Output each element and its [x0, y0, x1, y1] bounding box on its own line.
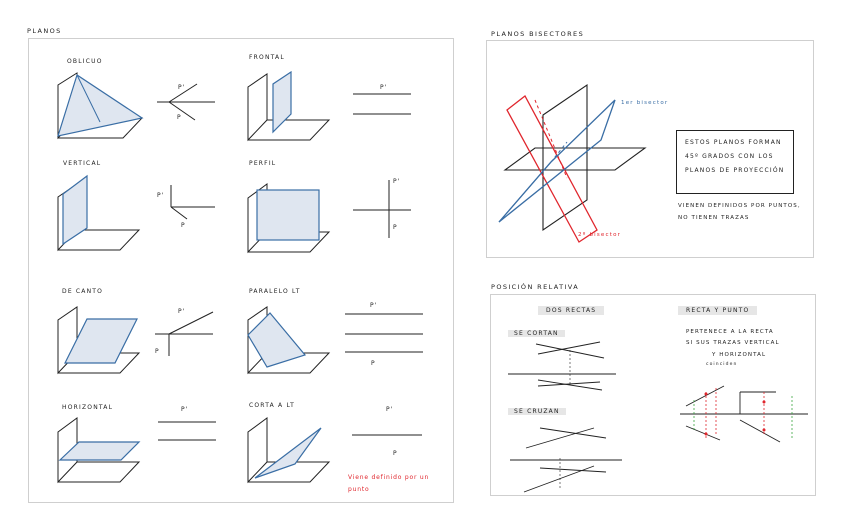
label-perfil: PERFIL	[249, 160, 277, 167]
mark-corta-p: P	[393, 450, 398, 457]
posicion-title: POSICIÓN RELATIVA	[491, 283, 580, 291]
mark-horizontal-p1: P'	[181, 406, 189, 413]
vertical-3d-diagram	[57, 174, 141, 252]
frontal-3d-diagram	[247, 70, 331, 142]
bisector-2-label: 2º bisector	[578, 232, 622, 238]
planos-title: PLANOS	[27, 27, 62, 35]
perfil-3d-diagram	[247, 183, 331, 254]
label-se-cruzan: SE CRUZAN	[508, 408, 566, 415]
bisectores-note-box: Estos planos forman 45º grados con los p…	[676, 130, 794, 194]
mark-de-canto-p: P	[155, 348, 160, 355]
mark-de-canto-p1: P'	[178, 308, 186, 315]
bisectores-note: Vienen definidos por puntos, no tienen t…	[678, 203, 801, 221]
bisectores-panel	[486, 40, 814, 258]
horizontal-3d-diagram	[57, 417, 141, 484]
label-paralelo-lt: PARALELO LT	[249, 288, 301, 295]
mark-paralelo-p1: P'	[370, 302, 378, 309]
tag-dos-rectas: DOS RECTAS	[538, 306, 605, 315]
mark-vertical-p: P	[181, 222, 186, 229]
punto-text-1: Pertenece a la recta	[686, 329, 774, 335]
label-horizontal: HORIZONTAL	[62, 404, 114, 411]
mark-oblicuo-p: P	[177, 114, 182, 121]
mark-corta-p1: P'	[386, 406, 394, 413]
mark-vertical-p1: P'	[157, 192, 165, 199]
label-de-canto: DE CANTO	[62, 288, 104, 295]
vertical-traces	[170, 185, 215, 220]
paralelo-lt-3d-diagram	[247, 306, 331, 375]
oblicuo-3d-diagram	[57, 72, 144, 140]
mark-paralelo-p: P	[371, 360, 376, 367]
de-canto-3d-diagram	[57, 306, 141, 375]
frontal-traces	[353, 93, 411, 115]
label-corta-lt: CORTA A LT	[249, 402, 296, 409]
punto-text-3: y horizontal	[712, 352, 767, 358]
label-se-cortan: SE CORTAN	[508, 330, 565, 337]
horizontal-traces	[158, 421, 216, 441]
posicion-panel	[490, 294, 816, 496]
bisector-1-label: 1er bisector	[621, 100, 669, 106]
punto-text-2: si sus trazas vertical	[686, 340, 780, 346]
perfil-traces	[353, 180, 411, 238]
mark-perfil-p: P	[393, 224, 398, 231]
label-frontal: FRONTAL	[249, 54, 285, 61]
mark-frontal-p1: P'	[380, 84, 388, 91]
bisectores-diagram	[498, 83, 647, 243]
punto-text-4: coinciden	[706, 362, 738, 367]
mark-oblicuo-p1: P'	[178, 84, 186, 91]
red-note: Viene definido por un punto	[348, 474, 430, 493]
corta-lt-3d-diagram	[247, 417, 331, 484]
mark-perfil-p1: P'	[393, 178, 401, 185]
recta-punto-diagram	[680, 385, 808, 443]
se-cortan-diagram	[508, 341, 616, 391]
oblicuo-traces	[157, 83, 215, 121]
de-canto-traces	[155, 311, 214, 356]
label-oblicuo: OBLICUO	[67, 58, 103, 65]
se-cruzan-diagram	[510, 427, 622, 493]
corta-lt-traces	[352, 434, 422, 436]
bisectores-title: PLANOS BISECTORES	[491, 30, 585, 38]
paralelo-lt-traces	[345, 313, 423, 353]
tag-recta-punto: RECTA Y PUNTO	[678, 306, 758, 315]
label-vertical: VERTICAL	[63, 160, 102, 167]
